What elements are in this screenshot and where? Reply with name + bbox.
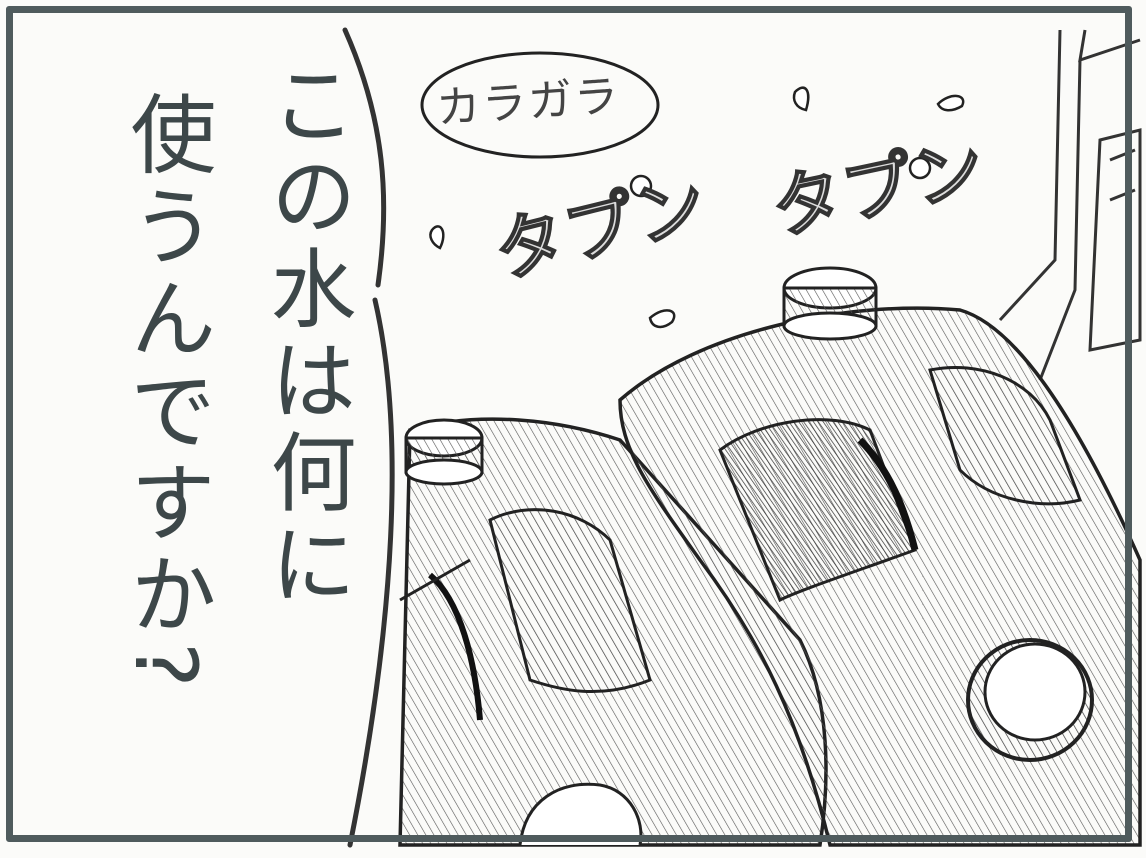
water-tank-left: [398, 417, 828, 847]
speech-balloon-edge: [342, 27, 395, 848]
speech-line-2: 使うんですか?: [115, 90, 215, 694]
speech-balloon: この水は何に 使うんですか?: [48, 60, 355, 820]
sfx-karagara-bubble: [420, 51, 660, 159]
sfx-karagara: カラガラ: [434, 70, 622, 135]
water-tank-right: [618, 266, 1142, 847]
window-frame: [998, 29, 1142, 381]
water-droplets: [429, 86, 965, 329]
speech-line-1: この水は何に: [255, 60, 355, 612]
